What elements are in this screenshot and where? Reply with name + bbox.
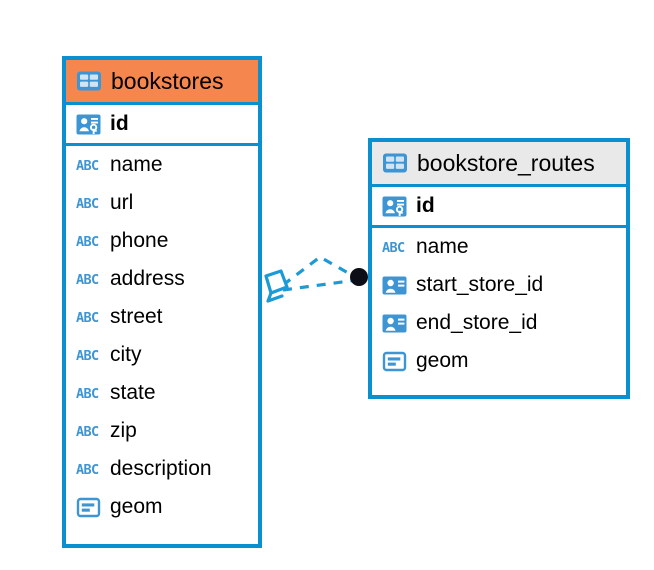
field-label: description — [110, 457, 212, 480]
foreign-key-icon — [382, 273, 407, 298]
svg-text:ABC: ABC — [76, 234, 99, 250]
svg-text:ABC: ABC — [76, 158, 99, 174]
field-row-city[interactable]: ABC city — [66, 336, 258, 374]
field-label: street — [110, 305, 163, 328]
entity-title: bookstore_routes — [417, 149, 595, 176]
foreign-key-icon — [382, 311, 407, 336]
field-row-name[interactable]: ABC name — [372, 228, 626, 266]
field-row-end-store-id[interactable]: end_store_id — [372, 304, 626, 342]
field-label: address — [110, 267, 185, 290]
svg-text:ABC: ABC — [76, 462, 99, 478]
field-label: url — [110, 191, 134, 214]
diamond-marker — [264, 269, 289, 303]
table-icon — [382, 150, 408, 176]
field-label: name — [416, 235, 469, 258]
svg-text:ABC: ABC — [76, 386, 99, 402]
field-row-state[interactable]: ABC state — [66, 374, 258, 412]
svg-text:ABC: ABC — [76, 310, 99, 326]
entity-bookstores[interactable]: bookstores id — [62, 56, 262, 548]
text-type-icon: ABC — [76, 460, 101, 478]
field-row-address[interactable]: ABC address — [66, 260, 258, 298]
field-row-id[interactable]: id — [66, 105, 258, 146]
field-row-phone[interactable]: ABC phone — [66, 222, 258, 260]
text-type-icon: ABC — [76, 308, 101, 326]
geometry-type-icon — [76, 495, 101, 520]
entity-header-bookstore-routes[interactable]: bookstore_routes — [372, 142, 626, 187]
entity-bookstore-routes[interactable]: bookstore_routes id — [368, 138, 630, 399]
text-type-icon: ABC — [76, 270, 101, 288]
svg-text:ABC: ABC — [76, 348, 99, 364]
field-label: start_store_id — [416, 273, 544, 296]
field-label: geom — [110, 495, 163, 518]
text-type-icon: ABC — [76, 422, 101, 440]
table-icon — [76, 68, 102, 94]
primary-key-icon — [382, 194, 407, 219]
field-list-bookstore-routes: id ABC name — [372, 187, 626, 380]
field-row-start-store-id[interactable]: start_store_id — [372, 266, 626, 304]
filled-circle-marker — [350, 268, 368, 286]
field-label: city — [110, 343, 142, 366]
field-label: id — [416, 194, 435, 217]
field-row-id[interactable]: id — [372, 187, 626, 228]
text-type-icon: ABC — [76, 156, 101, 174]
text-type-icon: ABC — [76, 384, 101, 402]
field-label: id — [110, 112, 129, 135]
text-type-icon: ABC — [76, 232, 101, 250]
field-row-street[interactable]: ABC street — [66, 298, 258, 336]
field-list-bookstores: id ABC name ABC url — [66, 105, 258, 526]
field-label: geom — [416, 349, 469, 372]
svg-text:ABC: ABC — [76, 272, 99, 288]
field-row-zip[interactable]: ABC zip — [66, 412, 258, 450]
relationship-line-lower — [282, 278, 358, 292]
relationship-line-upper — [282, 255, 358, 287]
field-row-url[interactable]: ABC url — [66, 184, 258, 222]
field-label: name — [110, 153, 163, 176]
svg-text:ABC: ABC — [76, 196, 99, 212]
entity-header-bookstores[interactable]: bookstores — [66, 60, 258, 105]
primary-key-icon — [76, 112, 101, 137]
svg-text:ABC: ABC — [382, 240, 405, 256]
field-row-description[interactable]: ABC description — [66, 450, 258, 488]
field-row-name[interactable]: ABC name — [66, 146, 258, 184]
field-label: phone — [110, 229, 169, 252]
geometry-type-icon — [382, 349, 407, 374]
text-type-icon: ABC — [382, 238, 407, 256]
svg-text:ABC: ABC — [76, 424, 99, 440]
field-row-geom[interactable]: geom — [66, 488, 258, 526]
entity-title: bookstores — [111, 67, 224, 94]
field-label: state — [110, 381, 156, 404]
field-row-geom[interactable]: geom — [372, 342, 626, 380]
field-label: end_store_id — [416, 311, 538, 334]
text-type-icon: ABC — [76, 194, 101, 212]
field-label: zip — [110, 419, 137, 442]
text-type-icon: ABC — [76, 346, 101, 364]
